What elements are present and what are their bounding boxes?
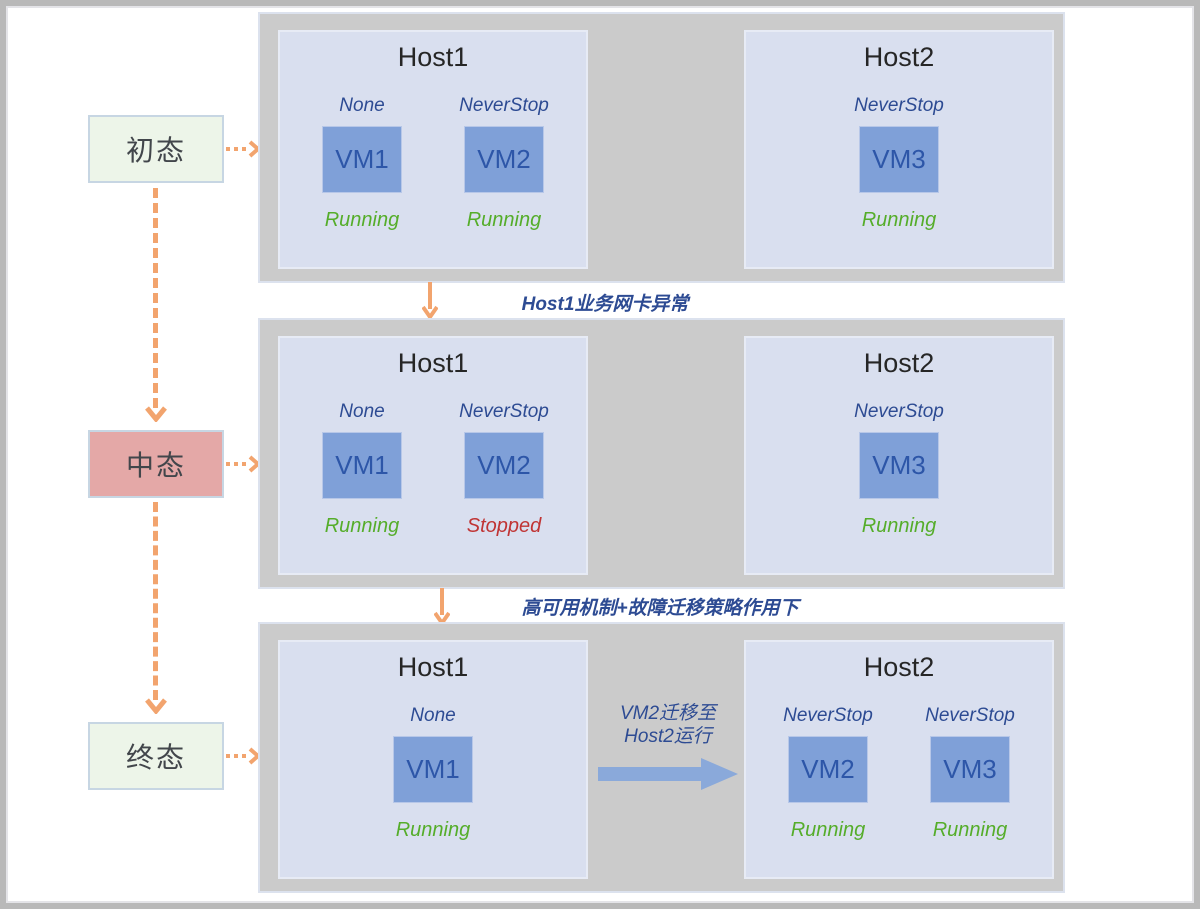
state-label-middle: 中态 xyxy=(125,450,186,481)
vm-slot-vm3: NeverStop VM3 Running xyxy=(910,702,1030,842)
vm-row: None VM1 Running NeverStop VM2 Stopped xyxy=(280,398,586,538)
state-box-final: 终态 xyxy=(88,722,224,790)
vm-box: VM1 xyxy=(322,126,402,193)
vm-row: NeverStop VM3 Running xyxy=(746,398,1052,538)
vm-box: VM1 xyxy=(322,432,402,499)
vm-policy-label: None xyxy=(410,705,456,726)
vm-status-label: Running xyxy=(790,819,866,841)
vm-status-label: Running xyxy=(861,515,937,537)
host2-box-stage3: Host2 NeverStop VM2 Running NeverStop VM… xyxy=(744,640,1054,879)
vm-status-label: Running xyxy=(466,209,542,231)
down-arrow-icon xyxy=(422,282,438,320)
vm-status-label: Running xyxy=(324,209,400,231)
vm-slot-vm2: NeverStop VM2 Running xyxy=(444,92,564,232)
vm-status-label: Running xyxy=(395,819,471,841)
vm-status-label: Stopped xyxy=(466,515,542,537)
host1-box-stage1: Host1 None VM1 Running NeverStop VM2 Run… xyxy=(278,30,588,269)
down-arrow-icon xyxy=(434,588,450,626)
migration-annotation: VM2迁移至 Host2运行 xyxy=(590,702,746,795)
host-title: Host2 xyxy=(863,348,935,378)
stage-panel-final: Host1 None VM1 Running VM2迁移至 Host2运行 Ho… xyxy=(258,622,1065,893)
host-title: Host1 xyxy=(397,652,469,682)
host-title: Host1 xyxy=(397,42,469,72)
dashed-connector-1 xyxy=(153,188,158,408)
migration-right-arrow-icon xyxy=(598,758,738,790)
vm-status-label: Running xyxy=(932,819,1008,841)
vm-status-label: Running xyxy=(324,515,400,537)
vm-box: VM3 xyxy=(859,432,939,499)
stage-panel-initial: Host1 None VM1 Running NeverStop VM2 Run… xyxy=(258,12,1065,283)
transition-label-2: 高可用机制+故障迁移策略作用下 xyxy=(521,598,799,619)
host1-box-stage3: Host1 None VM1 Running xyxy=(278,640,588,879)
vm-slot-vm2: NeverStop VM2 Running xyxy=(768,702,888,842)
dashed-connector-2 xyxy=(153,502,158,700)
vm-box: VM3 xyxy=(859,126,939,193)
migration-text-line2: Host2运行 xyxy=(624,726,712,747)
vm-row: None VM1 Running xyxy=(280,702,586,842)
dotted-right-arrow-icon xyxy=(226,747,262,765)
stage-panel-middle: Host1 None VM1 Running NeverStop VM2 Sto… xyxy=(258,318,1065,589)
dotted-right-arrow-icon xyxy=(226,140,262,158)
vm-row: NeverStop VM3 Running xyxy=(746,92,1052,232)
chevron-down-icon xyxy=(145,406,167,422)
transition-label-1: Host1业务网卡异常 xyxy=(521,294,689,315)
vm-policy-label: NeverStop xyxy=(854,401,944,422)
dotted-right-arrow-icon xyxy=(226,455,262,473)
host1-box-stage2: Host1 None VM1 Running NeverStop VM2 Sto… xyxy=(278,336,588,575)
vm-box: VM3 xyxy=(930,736,1010,803)
state-label-initial: 初态 xyxy=(125,135,186,166)
vm-box: VM1 xyxy=(393,736,473,803)
vm-policy-label: NeverStop xyxy=(459,95,549,116)
vm-policy-label: None xyxy=(339,95,385,116)
vm-slot-vm1: None VM1 Running xyxy=(373,702,493,842)
vm-row: None VM1 Running NeverStop VM2 Running xyxy=(280,92,586,232)
host-title: Host2 xyxy=(863,42,935,72)
vm-slot-vm3: NeverStop VM3 Running xyxy=(839,398,959,538)
state-box-initial: 初态 xyxy=(88,115,224,183)
vm-policy-label: NeverStop xyxy=(783,705,873,726)
state-label-final: 终态 xyxy=(125,742,186,773)
host2-box-stage1: Host2 NeverStop VM3 Running xyxy=(744,30,1054,269)
host-title: Host1 xyxy=(397,348,469,378)
vm-box: VM2 xyxy=(464,432,544,499)
vm-policy-label: None xyxy=(339,401,385,422)
migration-text-line1: VM2迁移至 xyxy=(619,703,717,724)
vm-box: VM2 xyxy=(788,736,868,803)
vm-slot-vm2: NeverStop VM2 Stopped xyxy=(444,398,564,538)
vm-policy-label: NeverStop xyxy=(854,95,944,116)
vm-slot-vm1: None VM1 Running xyxy=(302,398,422,538)
vm-policy-label: NeverStop xyxy=(925,705,1015,726)
host-title: Host2 xyxy=(863,652,935,682)
vm-status-label: Running xyxy=(861,209,937,231)
chevron-down-icon xyxy=(145,698,167,714)
vm-policy-label: NeverStop xyxy=(459,401,549,422)
vm-slot-vm3: NeverStop VM3 Running xyxy=(839,92,959,232)
vm-slot-vm1: None VM1 Running xyxy=(302,92,422,232)
vm-box: VM2 xyxy=(464,126,544,193)
vm-row: NeverStop VM2 Running NeverStop VM3 Runn… xyxy=(746,702,1052,842)
state-box-middle: 中态 xyxy=(88,430,224,498)
host2-box-stage2: Host2 NeverStop VM3 Running xyxy=(744,336,1054,575)
